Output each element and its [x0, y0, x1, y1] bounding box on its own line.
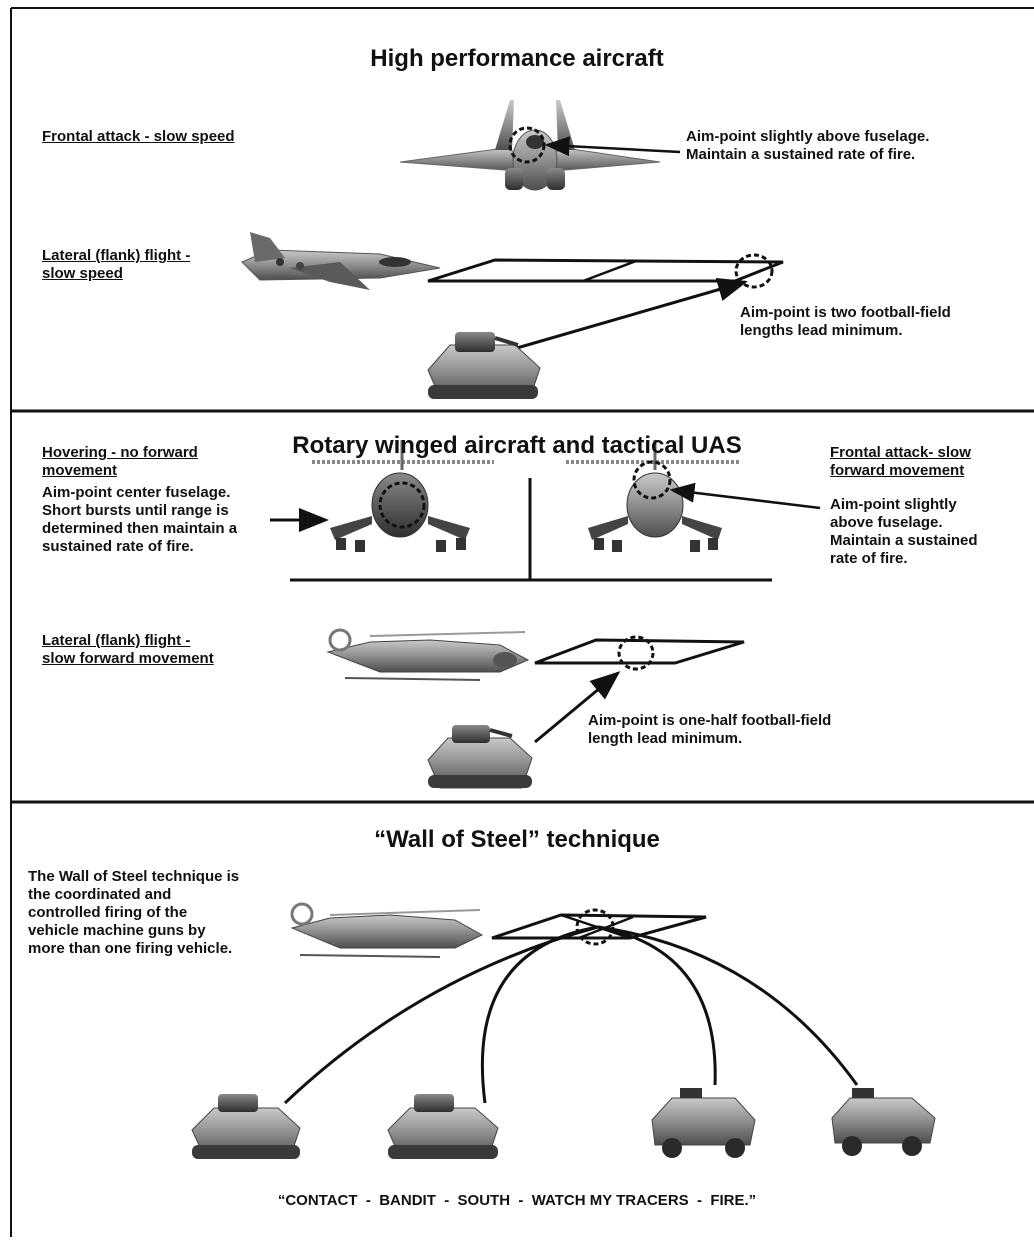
note-heli-frontal: Aim-point slightly above fuselage. Maint… [830, 496, 978, 568]
label-jet-frontal: Frontal attack - slow speed [42, 128, 235, 145]
note-line: Aim-point slightly above fuselage. [686, 128, 930, 145]
aim-circle-wall [575, 908, 615, 946]
tracer-arc-1 [283, 925, 599, 1105]
arrow-heli-lateral [534, 671, 621, 744]
label-line: Lateral (flank) flight - [42, 632, 191, 649]
note-line: Aim-point is one-half football-field [588, 712, 832, 729]
helicopter-frontal-image [566, 440, 740, 552]
label-heli-lateral: Lateral (flank) flight - slow forward mo… [42, 632, 214, 668]
tracer-arc-4 [597, 925, 859, 1086]
fire-command-quote: “CONTACT - BANDIT - SOUTH - WATCH MY TRA… [277, 1192, 757, 1209]
note-wall-of-steel: The Wall of Steel technique is the coord… [28, 868, 239, 958]
note-line: Maintain a sustained [830, 532, 978, 549]
tank-image-1 [427, 332, 541, 399]
helicopter-wall-image [290, 902, 484, 958]
lead-box-jet [427, 258, 784, 283]
note-line: vehicle machine guns by [28, 922, 206, 939]
aim-circle-heli-frontal [632, 460, 672, 500]
note-line: lengths lead minimum. [740, 322, 903, 339]
aim-circle-heli-lateral [617, 635, 655, 671]
note-jet-frontal: Aim-point slightly above fuselage. Maint… [686, 128, 929, 164]
aim-circle-jet-frontal [508, 126, 546, 164]
label-line: slow forward movement [42, 650, 214, 667]
note-line: sustained rate of fire. [42, 538, 194, 555]
aim-circle-jet-lateral [734, 253, 774, 289]
note-jet-lateral: Aim-point is two football-field lengths … [740, 304, 951, 340]
tank-image-4 [387, 1094, 499, 1159]
note-line: determined then maintain a [42, 520, 238, 537]
tank-image-2 [427, 725, 533, 789]
title-high-performance: High performance aircraft [370, 45, 664, 72]
jet-lateral-image [241, 232, 441, 290]
note-line: Aim-point center fuselage. [42, 484, 231, 501]
aim-circle-heli-hover [378, 481, 426, 529]
label-line: slow speed [42, 265, 123, 282]
jet-frontal-image [399, 100, 661, 191]
note-line: controlled firing of the [28, 904, 188, 921]
label-heli-frontal: Frontal attack- slow forward movement [830, 444, 971, 480]
helicopter-lateral-image [326, 628, 530, 681]
note-line: Maintain a sustained rate of fire. [686, 146, 916, 163]
humvee-image-1 [651, 1088, 756, 1158]
note-heli-hover: Aim-point center fuselage. Short bursts … [42, 484, 237, 556]
title-rotary-winged: Rotary winged aircraft and tactical UAS [292, 432, 742, 459]
note-line: above fuselage. [830, 514, 943, 531]
label-line: Frontal attack- slow [830, 444, 971, 461]
tracer-arc-3 [597, 925, 717, 1086]
label-line: Lateral (flank) flight - [42, 247, 191, 264]
note-line: rate of fire. [830, 550, 908, 567]
label-line: movement [42, 462, 118, 479]
lead-box-heli [534, 638, 745, 665]
note-line: Aim-point is two football-field [740, 304, 951, 321]
arrow-heli-frontal [669, 482, 821, 510]
note-line: The Wall of Steel technique is [28, 868, 240, 885]
lead-box-jet-midline [582, 259, 637, 283]
lead-box-wall [491, 913, 707, 940]
note-line: length lead minimum. [588, 730, 743, 747]
label-jet-lateral: Lateral (flank) flight - slow speed [42, 247, 190, 283]
label-line: Hovering - no forward [42, 444, 198, 461]
tank-image-3 [191, 1094, 301, 1159]
arrow-jet-lateral [509, 277, 748, 352]
note-line: Short bursts until range is [42, 502, 229, 519]
humvee-image-2 [831, 1088, 936, 1156]
note-line: the coordinated and [28, 886, 172, 903]
label-line: forward movement [830, 462, 965, 479]
label-heli-hover: Hovering - no forward movement [42, 444, 198, 480]
note-line: Aim-point slightly [830, 496, 957, 513]
title-wall-of-steel: “Wall of Steel” technique [374, 826, 660, 853]
note-line: more than one firing vehicle. [28, 940, 233, 957]
arrow-jet-frontal [544, 136, 681, 157]
tracer-arc-2 [480, 925, 599, 1104]
note-heli-lateral: Aim-point is one-half football-field len… [588, 712, 831, 748]
